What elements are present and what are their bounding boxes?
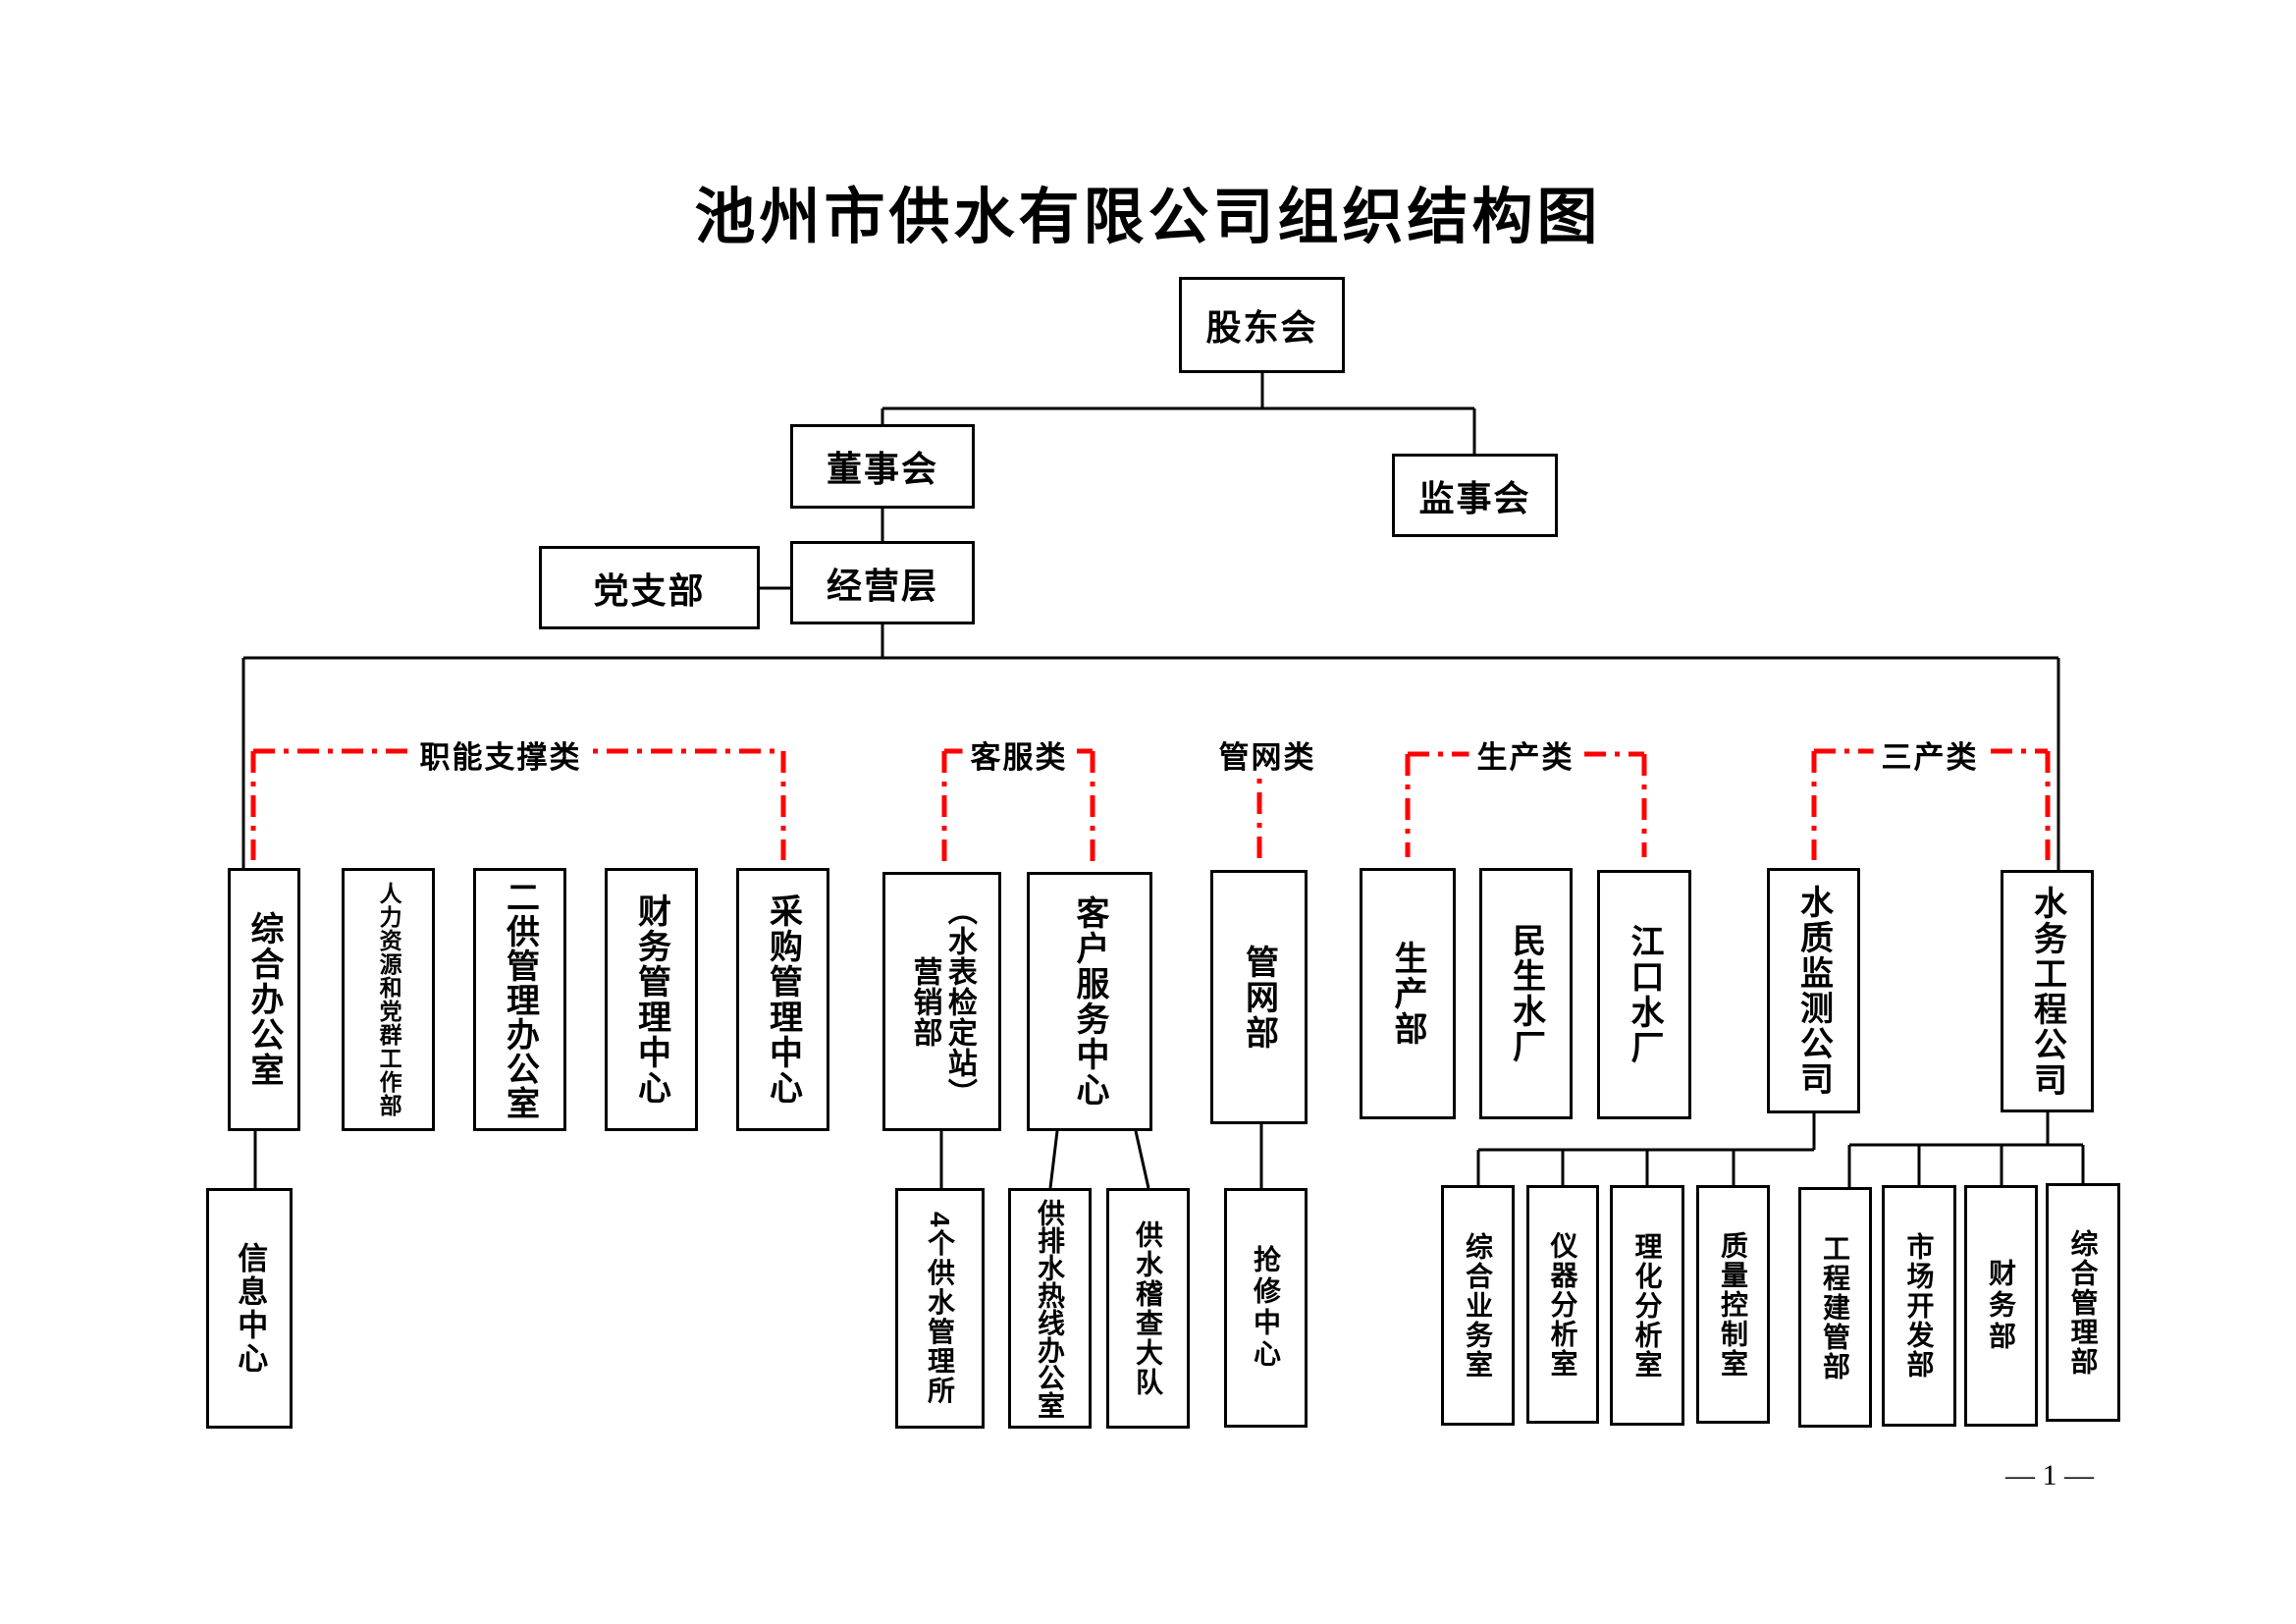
black-connector-lines <box>241 373 2085 1189</box>
sub-supply-offices: 4个供水管理所 <box>895 1188 985 1429</box>
sub-general-mgmt-label: 综合管理部 <box>2067 1228 2099 1377</box>
node-board: 董事会 <box>790 424 975 509</box>
sub-repair-center-label: 抢修中心 <box>1251 1245 1282 1371</box>
node-board-label: 董事会 <box>826 449 938 489</box>
sub-inspection-brigade-label: 供水稽查大队 <box>1133 1219 1164 1397</box>
sub-eng-construction-label: 工程建管部 <box>1820 1233 1851 1381</box>
sub-general-mgmt: 综合管理部 <box>2046 1183 2120 1422</box>
sub-hotline-office-label: 供排水热线办公室 <box>1035 1198 1066 1419</box>
production-category-bracket <box>1405 751 1647 857</box>
node-party-branch-label: 党支部 <box>593 569 706 611</box>
sub-comprehensive-business-label: 综合业务室 <box>1463 1231 1494 1380</box>
dept-jiangkou-plant-label: 江口水厂 <box>1626 924 1664 1065</box>
page-number: — 1 — <box>2005 1459 2094 1491</box>
sub-instrument-analysis-label: 仪器分析室 <box>1547 1230 1578 1379</box>
tertiary-category-bracket <box>1811 748 2051 860</box>
category-support: 职能支撑类 <box>411 732 590 777</box>
dept-hr-party-label: 人力资源和党群工作部 <box>376 882 402 1117</box>
dept-jiangkou-plant: 江口水厂 <box>1597 870 1691 1119</box>
sub-info-center-label: 信息中心 <box>233 1241 268 1376</box>
node-management-label: 经营层 <box>826 565 938 606</box>
sub-physchem-analysis: 理化分析室 <box>1610 1185 1684 1426</box>
sub-quality-control: 质量控制室 <box>1696 1185 1770 1424</box>
node-supervisory: 监事会 <box>1392 454 1558 537</box>
dept-secondary-supply-label: 二供管理办公室 <box>501 879 539 1120</box>
dept-finance-center: 财务管理中心 <box>605 868 698 1131</box>
sub-hotline-office: 供排水热线办公室 <box>1008 1188 1092 1429</box>
dept-production-label: 生产部 <box>1389 941 1427 1047</box>
dept-minsheng-plant-label: 民生水厂 <box>1507 923 1545 1064</box>
page-title: 池州市供水有限公司组织结构图 <box>694 185 1602 251</box>
node-shareholders-label: 股东会 <box>1205 307 1318 348</box>
sub-finance-dept-label: 财务部 <box>1986 1259 2017 1353</box>
category-production: 生产类 <box>1468 732 1582 777</box>
dept-hr-party: 人力资源和党群工作部 <box>342 868 435 1131</box>
sub-info-center: 信息中心 <box>206 1188 293 1429</box>
sub-market-dev: 市场开发部 <box>1882 1185 1956 1427</box>
dept-minsheng-plant: 民生水厂 <box>1479 868 1573 1119</box>
node-party-branch: 党支部 <box>539 546 760 629</box>
dept-secondary-supply: 二供管理办公室 <box>473 868 566 1131</box>
dept-general-office: 综合办公室 <box>228 868 300 1131</box>
sub-inspection-brigade: 供水稽查大队 <box>1106 1188 1190 1429</box>
dept-water-quality-co-label: 水质监测公司 <box>1794 885 1833 1097</box>
dept-marketing-label: 营销部 （水表检定站） <box>908 894 976 1109</box>
category-pipe-network: 管网类 <box>1210 732 1324 777</box>
dept-procurement-center-label: 采购管理中心 <box>764 893 802 1106</box>
category-bracket-lines <box>250 748 2051 864</box>
sub-supply-offices-label: 4个供水管理所 <box>925 1211 956 1406</box>
node-management: 经营层 <box>790 541 975 624</box>
dept-water-eng-co-label: 水务工程公司 <box>2028 885 2066 1098</box>
sub-physchem-analysis-label: 理化分析室 <box>1631 1231 1663 1380</box>
dept-general-office-label: 综合办公室 <box>245 911 284 1088</box>
sub-instrument-analysis: 仪器分析室 <box>1526 1185 1599 1424</box>
sub-repair-center: 抢修中心 <box>1224 1188 1308 1428</box>
dept-marketing: 营销部 （水表检定站） <box>882 872 1001 1131</box>
dept-production: 生产部 <box>1360 868 1456 1119</box>
category-customer-service: 客服类 <box>962 732 1076 777</box>
node-supervisory-label: 监事会 <box>1418 477 1531 518</box>
dept-water-quality-co: 水质监测公司 <box>1767 868 1860 1113</box>
dept-finance-center-label: 财务管理中心 <box>632 893 670 1106</box>
category-tertiary: 三产类 <box>1873 732 1987 777</box>
dept-pipe-network-label: 管网部 <box>1240 944 1278 1051</box>
node-shareholders: 股东会 <box>1179 277 1345 373</box>
dept-customer-center: 客户服务中心 <box>1027 872 1152 1131</box>
sub-finance-dept: 财务部 <box>1964 1185 2038 1427</box>
sub-market-dev-label: 市场开发部 <box>1903 1232 1935 1380</box>
dept-water-eng-co: 水务工程公司 <box>2001 870 2094 1112</box>
dept-procurement-center: 采购管理中心 <box>736 868 829 1131</box>
dept-pipe-network: 管网部 <box>1210 870 1308 1124</box>
sub-eng-construction: 工程建管部 <box>1798 1187 1872 1428</box>
dept-customer-center-label: 客户服务中心 <box>1071 895 1109 1108</box>
sub-comprehensive-business: 综合业务室 <box>1441 1185 1515 1426</box>
sub-quality-control-label: 质量控制室 <box>1718 1230 1749 1379</box>
